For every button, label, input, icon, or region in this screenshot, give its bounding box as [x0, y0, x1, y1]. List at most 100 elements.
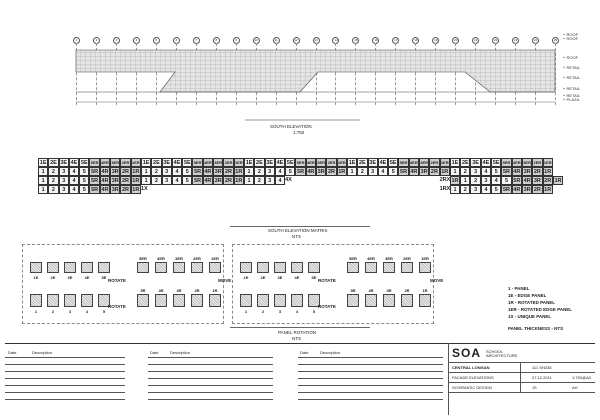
matrix-gap — [409, 176, 419, 185]
revision-column-label: Date — [300, 350, 309, 355]
matrix-cell: 2ER — [223, 158, 234, 167]
matrix-cell: 1R — [130, 185, 141, 194]
matrix-cell: 4 — [377, 167, 389, 176]
matrix-cell: 1R — [542, 185, 553, 194]
matrix-cell: 1R — [336, 167, 347, 176]
revision-row-line — [298, 364, 443, 365]
panel — [98, 294, 110, 307]
rotation-scale: NTS — [292, 336, 301, 341]
matrix-cell: 1R — [233, 176, 244, 185]
matrix-gap — [316, 185, 326, 194]
revision-row-line — [298, 357, 443, 358]
matrix-cell: 4 — [171, 176, 183, 185]
edge-panel — [240, 262, 252, 273]
matrix-cell: 1R — [542, 167, 553, 176]
gridline — [355, 43, 357, 105]
matrix-cell: 1E — [243, 158, 255, 167]
gridline — [135, 43, 137, 105]
matrix-cell: 3ER — [316, 158, 327, 167]
matrix-cell: 2 — [254, 176, 265, 185]
panel-label: 1 — [244, 309, 248, 314]
gridline — [335, 43, 337, 105]
matrix-cell: 1ER — [233, 158, 244, 167]
grid-number: 16 — [374, 38, 378, 42]
matrix-cell: 1 — [38, 176, 49, 185]
panel-label: 4 — [85, 309, 89, 314]
matrix-cell: 2E — [460, 158, 471, 167]
matrix-cell: 4 — [274, 176, 286, 185]
matrix-gap — [151, 185, 161, 194]
matrix-cell: 3R — [521, 167, 533, 176]
edge-panel-rotated — [209, 262, 221, 273]
panel-label: 2ER — [403, 256, 411, 261]
matrix-cell: 3 — [58, 167, 69, 176]
gridline — [155, 43, 157, 105]
matrix-cell: 2 — [254, 167, 265, 176]
drawn-by: JS — [532, 385, 537, 390]
matrix-cell: 1 — [38, 167, 49, 176]
matrix-gap — [429, 185, 439, 194]
panel-label: 1E — [33, 275, 39, 280]
panel-label: 3 — [68, 309, 72, 314]
revision-row-line — [298, 392, 443, 393]
grid-number: 6 — [175, 38, 178, 42]
panel-label: 5R — [350, 288, 356, 293]
revision-row-line — [148, 357, 273, 358]
matrix-gap — [368, 185, 378, 194]
matrix-cell: 5E — [388, 158, 399, 167]
edge-panel-rotated — [401, 262, 413, 273]
panel-label: 5 — [102, 309, 106, 314]
matrix-gap — [429, 176, 439, 185]
panel-label: 3R — [176, 288, 182, 293]
matrix-cell: 4 — [480, 167, 492, 176]
matrix-cell: 4E — [480, 158, 492, 167]
grid-number: 24 — [533, 38, 538, 42]
matrix-cell: 4 — [68, 185, 80, 194]
gridline — [76, 43, 77, 105]
edge-panel — [274, 262, 286, 273]
matrix-cell: 3R — [532, 176, 543, 185]
matrix-cell: 5E — [79, 158, 90, 167]
grid-number: 12 — [294, 38, 298, 42]
matrix-cell: 4R — [99, 185, 111, 194]
matrix-cell: 5 — [388, 167, 399, 176]
panel — [257, 294, 269, 307]
matrix-cell: 5R — [192, 176, 203, 185]
grid-number: 21 — [473, 38, 478, 42]
matrix-cell: 1 — [140, 176, 152, 185]
matrix-cell: 3E — [470, 158, 481, 167]
matrix-cell: 3 — [58, 185, 69, 194]
matrix-cell: 1 — [243, 167, 255, 176]
matrix-cell: 1 — [460, 176, 471, 185]
drawing-name: FACADE ELEVATIONS — [452, 375, 494, 380]
revision-row-line — [5, 364, 125, 365]
matrix-cell: 3 — [470, 185, 481, 194]
grid-number: 17 — [394, 38, 398, 42]
grid-number: 7 — [195, 38, 198, 42]
matrix-cell: 2R — [120, 167, 131, 176]
revision-row-line — [148, 371, 273, 372]
edge-panel-rotated — [419, 262, 431, 273]
panel-rotated — [209, 294, 221, 307]
matrix-cell: 2 — [470, 176, 481, 185]
matrix-cell: 4R — [202, 167, 214, 176]
revision-row-line — [5, 399, 125, 400]
matrix-cell: 5E — [491, 158, 502, 167]
matrix-cell: 3E — [367, 158, 378, 167]
panel-label: 1R — [212, 288, 218, 293]
grid-number: 18 — [414, 38, 418, 42]
matrix-gap — [388, 176, 398, 185]
gridline — [435, 43, 437, 105]
revision-row-line — [148, 364, 273, 365]
rotation-title: PANEL ROTATION — [278, 330, 317, 335]
revision-column-label: Date — [150, 350, 159, 355]
revision-row-line — [5, 385, 125, 386]
revision-row-line — [5, 371, 125, 372]
design-stage: SCHEMATIC DESIGN — [452, 385, 492, 390]
matrix-cell: 4 — [171, 167, 183, 176]
revision-row-line — [148, 392, 273, 393]
panel-label: 4R — [158, 288, 164, 293]
matrix-cell: 1 — [140, 167, 152, 176]
panel-label: 1 — [34, 309, 38, 314]
